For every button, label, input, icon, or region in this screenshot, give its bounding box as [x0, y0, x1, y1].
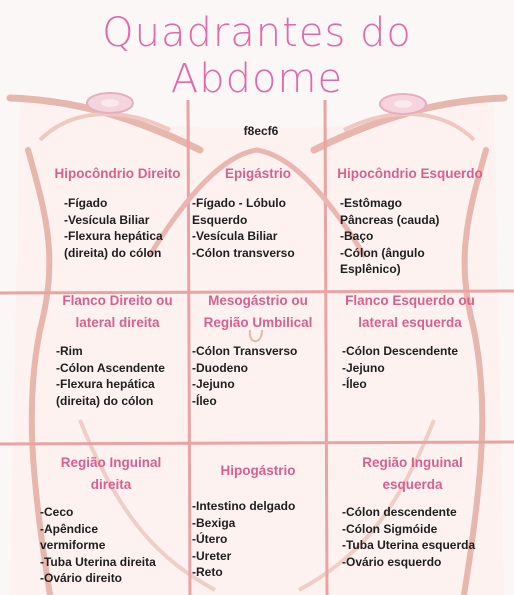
- grid-vertical-left: [186, 99, 192, 595]
- chest-curve-left: [38, 112, 171, 142]
- organ-item: -Cólon descendente: [342, 505, 457, 519]
- organ-list: -Cólon Descendente -Jejuno -Íleo: [330, 343, 490, 393]
- organ-item: Pâncreas (cauda): [340, 212, 440, 227]
- region-heading-line-1: Região Inguinal: [362, 455, 463, 470]
- region-heading-line-1: Flanco Direito ou: [62, 293, 173, 308]
- organ-list: -Intestino delgado -Bexiga -Útero -Urete…: [192, 498, 324, 581]
- grid-horizontal-top: [0, 289, 514, 295]
- region-heading-line-1: Flanco Esquerdo ou: [345, 293, 475, 308]
- waist-curve-right: [298, 419, 436, 592]
- organ-item: (direita) do cólon: [64, 245, 162, 260]
- organ-item: -Íleo: [342, 377, 367, 391]
- region-heading-line-1: Mesogástrio ou: [208, 293, 308, 308]
- region-flanco-direito: Flanco Direito ou lateral direita -Rim -…: [50, 290, 185, 409]
- organ-item: -Útero: [192, 532, 228, 546]
- organ-item: -Ureter: [192, 548, 232, 563]
- torso-side-left: [25, 147, 53, 595]
- organ-item: Esplênico): [340, 262, 401, 276]
- region-heading-line-2: direita: [90, 477, 132, 492]
- region-hipogastrio: Hipogástrio -Intestino delgado -Bexiga -…: [192, 460, 324, 581]
- organ-item: -Duodeno: [192, 360, 248, 375]
- organ-item: -Intestino delgado: [192, 499, 296, 513]
- nipple-left-inner: [101, 99, 119, 107]
- chest-curve-right: [343, 112, 476, 142]
- waist-curve-left: [78, 419, 216, 592]
- organ-item: -Íleo: [192, 393, 217, 408]
- navel: [248, 329, 263, 343]
- organ-item: -Ovário esquerdo: [342, 554, 442, 569]
- region-epigastrio: Epigástrio -Fígado - Lóbulo Esquerdo -Ve…: [192, 163, 324, 261]
- organ-item: -Jejuno: [342, 360, 385, 375]
- organ-item: -Cólon Descendente: [342, 344, 459, 358]
- organ-item: -Flexura hepática: [56, 377, 155, 391]
- organ-item: -Rim: [56, 344, 83, 358]
- organ-item: -Tuba Uterina direita: [40, 554, 156, 569]
- organ-item: -Reto: [192, 565, 223, 579]
- grid-horizontal-bottom: [0, 440, 514, 446]
- region-hipocondrio-direito: Hipocôndrio Direito -Fígado -Vesícula Bi…: [50, 163, 185, 261]
- region-heading: Epigástrio: [224, 166, 291, 181]
- region-heading: Hipogástrio: [220, 463, 296, 478]
- organ-item: -Vesícula Biliar: [64, 212, 150, 227]
- organ-item: -Vesícula Biliar: [192, 229, 278, 243]
- organ-item: -Fígado - Lóbulo: [192, 196, 286, 210]
- nipple-right-inner: [394, 100, 412, 108]
- title-line-2: Abdome: [170, 56, 344, 102]
- region-mesogastrio: Mesogástrio ou Região Umbilical -Cólon T…: [192, 290, 324, 409]
- region-flanco-esquerdo: Flanco Esquerdo ou lateral esquerda -Cól…: [330, 290, 490, 393]
- torso-fill: [10, 95, 504, 595]
- region-heading-line-2: lateral esquerda: [358, 315, 462, 330]
- organ-item: -Cólon transverso: [192, 245, 295, 260]
- organ-item: -Cólon Transverso: [192, 344, 298, 358]
- region-heading-line-1: Região Inguinal: [60, 455, 162, 470]
- organ-item: -Fígado: [64, 196, 108, 210]
- torso-side-right: [461, 147, 489, 595]
- organ-item: -Jejuno: [192, 377, 235, 391]
- organ-list: -Rim -Cólon Ascendente -Flexura hepática…: [50, 343, 185, 409]
- organ-item: -Estômago: [340, 196, 403, 210]
- organ-item: vermiforme: [40, 538, 106, 552]
- organ-item: Esquerdo: [192, 212, 248, 227]
- organ-list: -Fígado -Vesícula Biliar -Flexura hepáti…: [50, 195, 185, 261]
- organ-item: -Baço: [340, 229, 374, 243]
- organ-item: -Bexiga: [192, 515, 236, 530]
- organ-item: -Tuba Uterina esquerda: [342, 538, 476, 552]
- color-code-label: f8ecf6: [243, 124, 279, 138]
- title-line-1: Quadrantes do: [102, 10, 412, 56]
- region-heading-line-2: lateral direita: [75, 315, 160, 330]
- region-inguinal-esquerda: Região Inguinal esquerda -Cólon descende…: [330, 452, 495, 570]
- region-heading-line-2: Região Umbilical: [203, 315, 313, 330]
- organ-list: -Fígado - Lóbulo Esquerdo -Vesícula Bili…: [192, 195, 324, 261]
- region-heading: Hipocôndrio Direito: [54, 166, 181, 181]
- organ-item: -Ceco: [40, 505, 74, 519]
- organ-item: -Cólon Sigmóide: [342, 521, 438, 536]
- organ-item: (direita) do cólon: [56, 393, 154, 408]
- organ-list: -Ceco -Apêndice vermiforme -Tuba Uterina…: [36, 504, 186, 587]
- rib-arch: [147, 147, 367, 258]
- organ-item: -Cólon (ângulo: [340, 245, 425, 260]
- organ-item: -Apêndice: [40, 521, 99, 536]
- organ-list: -Cólon Transverso -Duodeno -Jejuno -Íleo: [192, 343, 324, 409]
- region-heading: Hipocôndrio Esquerdo: [337, 166, 483, 181]
- region-heading-line-2: esquerda: [382, 477, 443, 492]
- organ-item: -Flexura hepática: [64, 229, 163, 243]
- region-inguinal-direita: Região Inguinal direita -Ceco -Apêndice …: [36, 452, 186, 587]
- organ-item: -Cólon Ascendente: [56, 360, 165, 375]
- organ-item: -Ovário direito: [40, 571, 123, 585]
- grid-vertical-right: [323, 99, 329, 595]
- region-hipocondrio-esquerdo: Hipocôndrio Esquerdo -Estômago Pâncreas …: [330, 163, 490, 278]
- organ-list: -Estômago Pâncreas (cauda) -Baço -Cólon …: [330, 195, 490, 278]
- organ-list: -Cólon descendente -Cólon Sigmóide -Tuba…: [330, 504, 495, 570]
